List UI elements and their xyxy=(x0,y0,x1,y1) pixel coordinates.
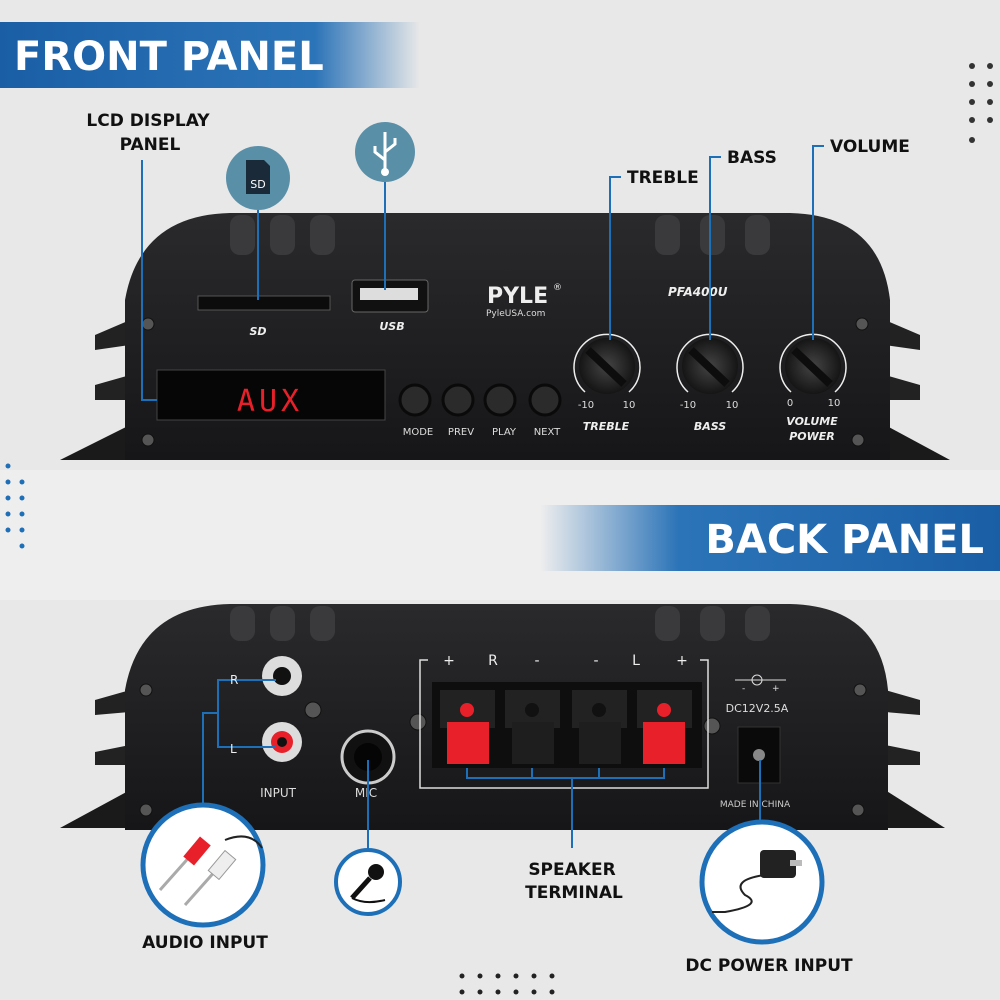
sd-slot-label: SD xyxy=(249,325,266,338)
input-label: INPUT xyxy=(260,786,297,800)
button-label: NEXT xyxy=(534,427,561,438)
dc-plus-mark: + xyxy=(772,684,780,694)
knob-max-label: 10 xyxy=(623,400,636,411)
audio-input-label: AUDIO INPUT xyxy=(142,933,268,953)
knob-label: BASS xyxy=(694,420,726,433)
terminal-mark: + xyxy=(443,653,455,669)
button-play[interactable]: PLAY xyxy=(483,383,517,438)
knob-label-2: POWER xyxy=(789,430,835,443)
front-panel-banner: FRONT PANEL xyxy=(0,22,420,88)
button-label: PREV xyxy=(448,427,474,438)
brand-website: PyleUSA.com xyxy=(486,309,545,319)
terminal-mark: - xyxy=(593,653,598,669)
power-adapter-icon xyxy=(699,819,825,945)
speaker-terminal-right-plus[interactable] xyxy=(440,690,495,764)
usb-port-label: USB xyxy=(379,320,404,333)
treble-knob[interactable]: -10 10 TREBLE xyxy=(573,333,641,433)
decorative-dots-bottom xyxy=(459,973,555,995)
dc-power-input-label: DC POWER INPUT xyxy=(685,956,853,976)
back-panel-title: BACK PANEL xyxy=(705,517,984,563)
knob-label: TREBLE xyxy=(583,420,630,433)
button-next[interactable]: NEXT xyxy=(528,383,562,438)
treble-callout-label: TREBLE xyxy=(627,168,699,188)
front-callouts: LCD DISPLAY PANEL SD TREBLE BASS VOLUME xyxy=(86,111,910,401)
speaker-terminal-left-plus[interactable] xyxy=(637,690,692,764)
button-mode[interactable]: MODE xyxy=(398,383,434,438)
front-amplifier: SD USB PYLE ® PyleUSA.com PFA400U AUX MO… xyxy=(60,213,950,460)
volume-callout-label: VOLUME xyxy=(830,137,910,157)
button-label: PLAY xyxy=(492,427,517,438)
knob-min-label: 0 xyxy=(787,398,793,409)
dc-rating-label: DC12V2.5A xyxy=(726,702,789,715)
brand-registered-mark: ® xyxy=(553,283,562,293)
knob-min-label: -10 xyxy=(578,400,594,411)
button-label: MODE xyxy=(403,427,434,438)
terminal-mark: R xyxy=(488,653,498,669)
button-prev[interactable]: PREV xyxy=(441,383,475,438)
sd-card-slot[interactable] xyxy=(197,295,331,311)
back-panel-banner: BACK PANEL xyxy=(540,505,1000,571)
rca-input-right[interactable] xyxy=(262,656,302,696)
terminal-mark: - xyxy=(534,653,539,669)
knob-max-label: 10 xyxy=(726,400,739,411)
lcd-display-text: AUX xyxy=(237,384,303,419)
knob-min-label: -10 xyxy=(680,400,696,411)
brand-logo: PYLE xyxy=(487,284,548,309)
bass-callout-label: BASS xyxy=(727,148,777,168)
bass-knob[interactable]: -10 10 BASS xyxy=(676,333,744,433)
back-amplifier: R L INPUT MIC + R - - L + - + DC12V2.5A … xyxy=(60,604,945,830)
dc-minus-mark: - xyxy=(742,684,745,694)
rca-cable-icon xyxy=(140,802,266,928)
decorative-dots-left xyxy=(5,463,25,549)
decorative-dots-top-right xyxy=(969,63,993,143)
rca-l-label: L xyxy=(230,742,237,756)
terminal-mark: L xyxy=(632,653,640,669)
sd-icon-text: SD xyxy=(250,178,265,191)
model-number: PFA400U xyxy=(668,285,728,299)
made-in-label: MADE IN CHINA xyxy=(720,800,791,810)
sd-card-icon: SD xyxy=(226,146,290,210)
lcd-callout-label-2: PANEL xyxy=(120,135,181,155)
volume-knob[interactable]: 0 10 VOLUME POWER xyxy=(779,333,847,443)
speaker-terminal-label-2: TERMINAL xyxy=(525,883,623,903)
dc-polarity-icon: - + xyxy=(735,674,786,694)
speaker-terminal-right-minus[interactable] xyxy=(505,690,560,764)
lcd-display xyxy=(156,369,386,421)
speaker-terminal-left-minus[interactable] xyxy=(572,690,627,764)
back-callouts: AUDIO INPUT SPEAKER TERMINAL DC POWER IN… xyxy=(140,712,853,976)
knob-max-label: 10 xyxy=(828,398,841,409)
terminal-marks: + R - - L + xyxy=(443,653,688,669)
mic-label: MIC xyxy=(355,786,377,800)
rca-input-left[interactable] xyxy=(262,722,302,762)
microphone-icon xyxy=(334,848,402,916)
usb-icon xyxy=(355,122,415,182)
terminal-mark: + xyxy=(676,653,688,669)
front-panel-title: FRONT PANEL xyxy=(14,34,324,80)
rca-r-label: R xyxy=(230,673,238,687)
speaker-terminal-label: SPEAKER xyxy=(528,860,615,880)
lcd-callout-label: LCD DISPLAY xyxy=(86,111,210,131)
knob-label: VOLUME xyxy=(786,415,838,428)
